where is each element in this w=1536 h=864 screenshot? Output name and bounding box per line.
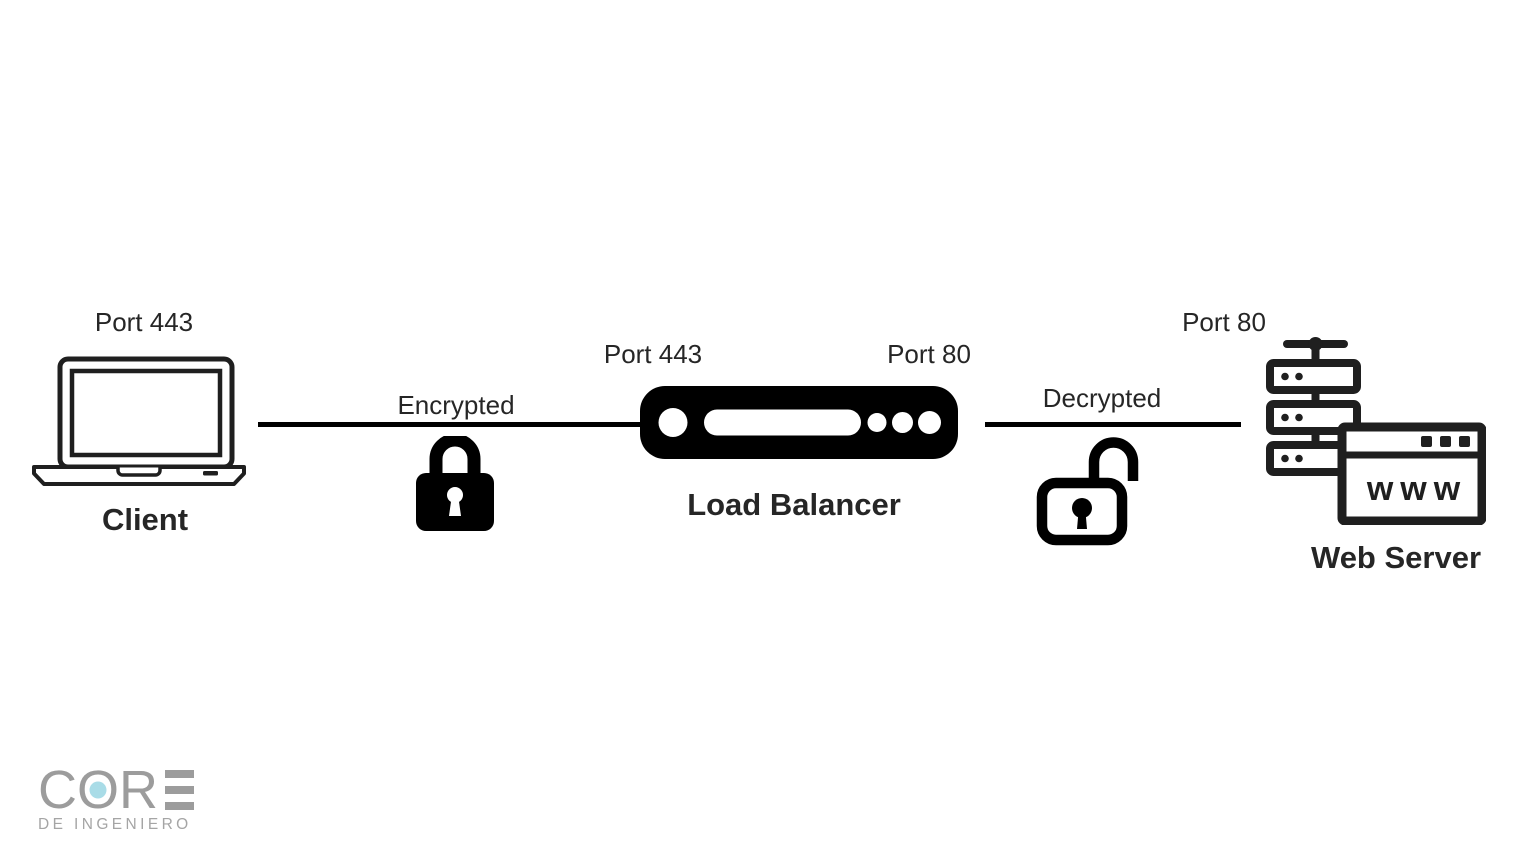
browser-www-text: www xyxy=(1366,470,1467,508)
logo-letter-o-wrap: O xyxy=(77,763,119,817)
logo-subtitle: DE INGENIERO xyxy=(38,816,192,833)
server-port-label: Port 80 xyxy=(1182,307,1266,337)
logo-e-bar xyxy=(165,770,195,778)
logo-blue-dot-icon xyxy=(89,781,107,799)
connection-line-client-lb xyxy=(258,422,648,427)
client-label: Client xyxy=(101,502,189,537)
laptop-icon xyxy=(32,356,246,486)
logo-letter-r: R xyxy=(119,760,159,820)
logo-letter-c: C xyxy=(38,760,77,820)
logo-e-bar xyxy=(165,802,195,810)
web-server-icon: www xyxy=(1266,337,1486,525)
web-server-label: Web Server xyxy=(1310,540,1482,575)
encrypted-label: Encrypted xyxy=(397,390,515,420)
browser-window-icon: www xyxy=(1337,422,1486,525)
decrypted-label: Decrypted xyxy=(1042,383,1162,413)
lb-port-out-label: Port 80 xyxy=(887,339,971,369)
load-balancer-icon xyxy=(640,386,958,459)
core-logo: C O R DE INGENIERO xyxy=(38,760,195,834)
client-port-label: Port 443 xyxy=(94,307,194,337)
connection-line-lb-server xyxy=(985,422,1241,427)
lb-port-in-label: Port 443 xyxy=(603,339,703,369)
load-balancer-label: Load Balancer xyxy=(687,487,901,522)
logo-letter-e-bars-icon xyxy=(165,767,195,810)
logo-e-bar xyxy=(165,786,195,794)
logo-wordmark: C O R xyxy=(38,760,195,820)
padlock-open-icon xyxy=(1036,437,1139,546)
padlock-closed-icon xyxy=(416,436,494,531)
